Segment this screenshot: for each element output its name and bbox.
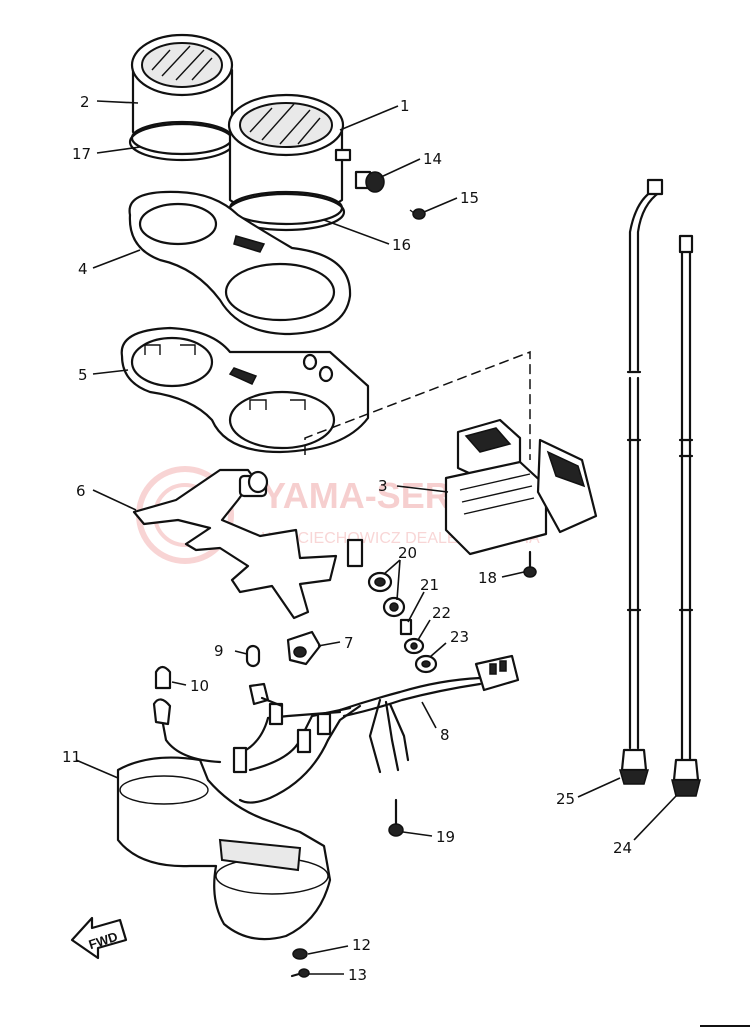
callout-11[interactable]: 11 <box>62 748 81 766</box>
callout-13[interactable]: 13 <box>348 966 367 984</box>
fwd-direction-arrow: FWD <box>70 916 128 960</box>
part-8-wire-harness[interactable] <box>152 654 520 804</box>
part-2-speedometer[interactable] <box>130 33 234 156</box>
part-9-bulb[interactable] <box>245 644 261 668</box>
assembly-line <box>304 350 531 460</box>
callout-22[interactable]: 22 <box>432 604 451 622</box>
part-24-speedometer-cable[interactable] <box>671 234 701 797</box>
callout-9[interactable]: 9 <box>214 642 224 660</box>
callout-5[interactable]: 5 <box>78 366 88 384</box>
callout-3[interactable]: 3 <box>378 477 388 495</box>
part-18-screw[interactable] <box>523 550 537 578</box>
callout-6[interactable]: 6 <box>76 482 86 500</box>
part-11-meter-cover[interactable] <box>116 756 332 941</box>
part-23-nut[interactable] <box>414 654 438 674</box>
callout-24[interactable]: 24 <box>613 839 632 857</box>
part-1-tachometer[interactable] <box>227 93 352 226</box>
callout-4[interactable]: 4 <box>78 260 88 278</box>
callout-leaders <box>75 100 677 975</box>
callout-20[interactable]: 20 <box>398 544 417 562</box>
callout-2[interactable]: 2 <box>80 93 90 111</box>
callout-8[interactable]: 8 <box>440 726 450 744</box>
part-6-post <box>238 470 364 568</box>
part-19-bolt[interactable] <box>388 798 404 837</box>
part-20-grommet[interactable] <box>367 571 406 618</box>
part-3-indicator-unit[interactable] <box>444 418 598 556</box>
callout-16[interactable]: 16 <box>392 236 411 254</box>
part-12-damper[interactable] <box>292 948 308 960</box>
callout-14[interactable]: 14 <box>423 150 442 168</box>
part-14-reset-knob[interactable] <box>354 170 385 193</box>
part-15-screw[interactable] <box>409 208 426 220</box>
callout-23[interactable]: 23 <box>450 628 469 646</box>
callout-numbers: 2 17 1 14 15 16 4 5 3 6 18 20 21 22 23 7… <box>62 93 632 984</box>
part-10-bulb[interactable] <box>154 665 172 690</box>
callout-12[interactable]: 12 <box>352 936 371 954</box>
part-21-collar[interactable] <box>399 618 413 636</box>
callout-1[interactable]: 1 <box>400 97 410 115</box>
part-22-washer[interactable] <box>403 637 425 655</box>
callout-25[interactable]: 25 <box>556 790 575 808</box>
callout-21[interactable]: 21 <box>420 576 439 594</box>
callout-19[interactable]: 19 <box>436 828 455 846</box>
callout-17[interactable]: 17 <box>72 145 91 163</box>
part-13-screw[interactable] <box>290 968 310 978</box>
part-25-tachometer-cable[interactable] <box>619 178 664 785</box>
callout-15[interactable]: 15 <box>460 189 479 207</box>
callout-10[interactable]: 10 <box>190 677 209 695</box>
part-7-clamp[interactable] <box>286 630 322 666</box>
callout-18[interactable]: 18 <box>478 569 497 587</box>
part-5-meter-panel[interactable] <box>120 326 370 454</box>
callout-7[interactable]: 7 <box>344 634 354 652</box>
